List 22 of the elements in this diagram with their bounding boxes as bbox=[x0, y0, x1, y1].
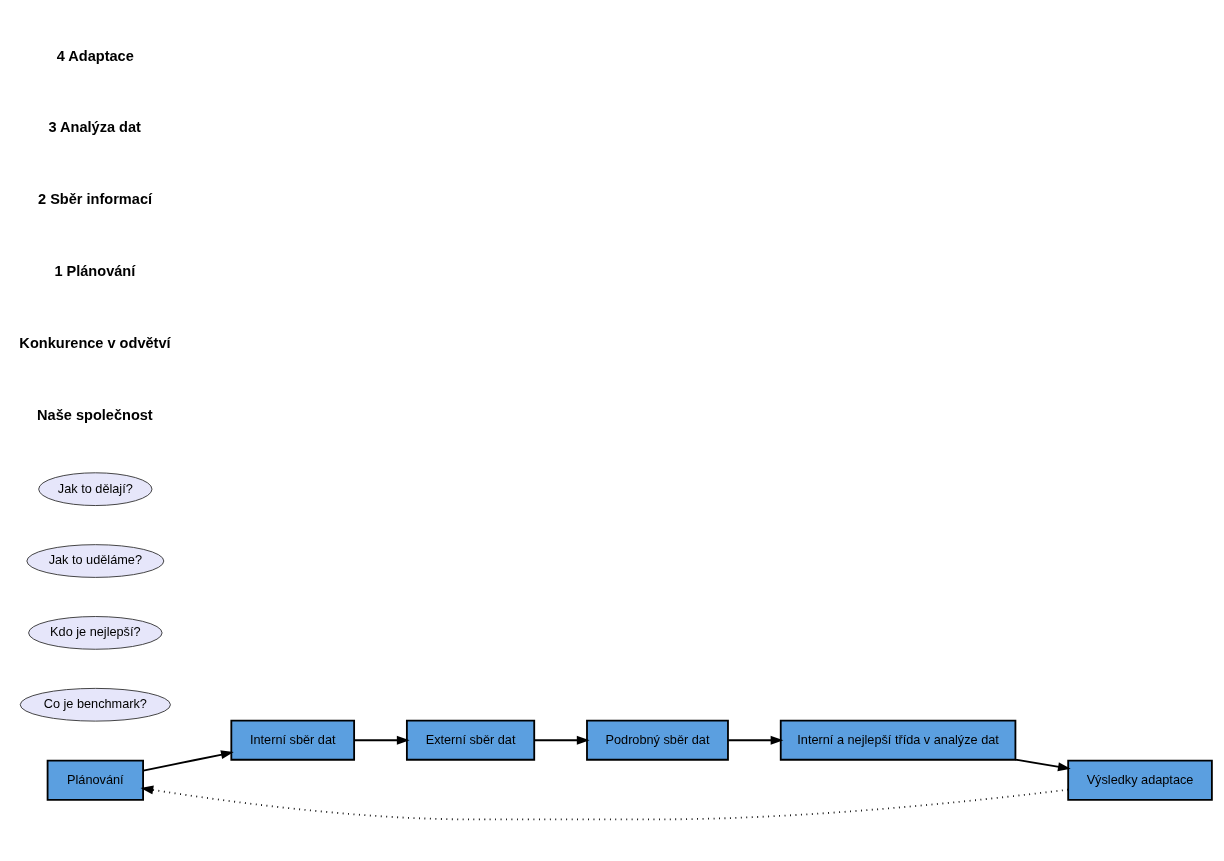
node-ellipse: Jak to uděláme? bbox=[26, 544, 165, 578]
label: 1 Plánování bbox=[54, 263, 136, 280]
node-ellipse: Co je benchmark? bbox=[19, 687, 171, 722]
label: 4 Adaptace bbox=[56, 47, 134, 64]
node-box: Interní sběr dat bbox=[230, 719, 356, 761]
arrow bbox=[142, 750, 234, 772]
arrow bbox=[1014, 758, 1071, 772]
node-box: Podrobný sběr dat bbox=[586, 719, 729, 761]
label: Konkurence v odvětví bbox=[19, 335, 171, 351]
node-ellipse: Kdo je nejlepší? bbox=[28, 616, 163, 650]
node-box: Externí sběr dat bbox=[405, 719, 536, 761]
arrow bbox=[533, 735, 590, 745]
node-box: Interní a nejlepší třída v analýze dat bbox=[779, 719, 1017, 761]
arrow bbox=[353, 735, 410, 745]
arrow bbox=[727, 735, 784, 745]
label: Naše společnost bbox=[37, 406, 153, 423]
label: 2 Sběr informací bbox=[38, 191, 153, 208]
label: 3 Analýza dat bbox=[48, 119, 141, 136]
arrow bbox=[140, 785, 1069, 821]
node-box: Plánování bbox=[46, 759, 144, 801]
node-ellipse: Jak to dělají? bbox=[38, 472, 153, 506]
node-box: Výsledky adaptace bbox=[1067, 759, 1213, 801]
